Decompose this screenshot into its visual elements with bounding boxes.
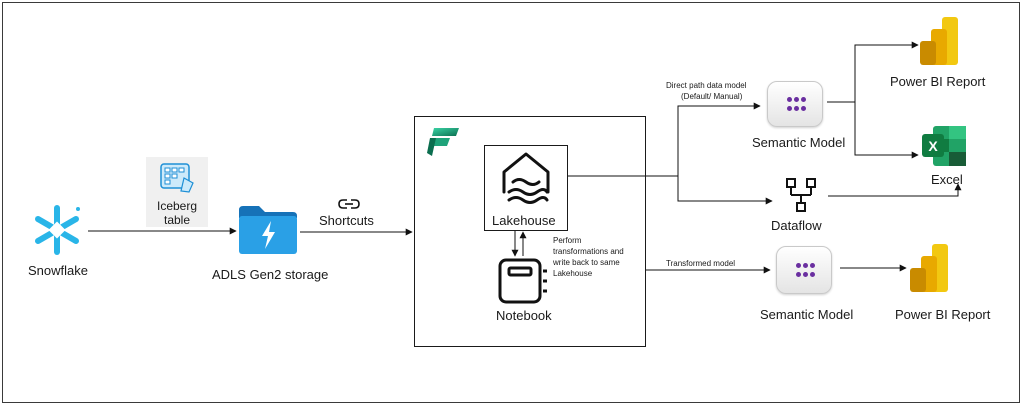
fabric-workspace-box [414,116,646,347]
powerbi-bottom-label: Power BI Report [895,307,991,322]
lakehouse-icon [499,150,553,206]
transform-annotation-line2: transformations and [553,247,624,256]
transform-annotation-line3: write back to same [553,258,620,267]
dataflow-icon [786,178,816,212]
dataflow-label: Dataflow [771,218,822,233]
direct-path-annotation-line1: Direct path data model [666,81,747,90]
iceberg-label: Iceberg table [156,199,198,227]
semantic-model-top-label: Semantic Model [752,135,846,150]
link-icon [337,197,361,209]
svg-text:X: X [928,138,938,154]
snowflake-icon [32,204,82,256]
semantic-model-icon [767,81,823,127]
folder-lightning-icon [237,204,299,256]
edge-to-dataflow [677,176,773,205]
powerbi-top-label: Power BI Report [890,74,986,89]
direct-path-annotation-line2: (Default/ Manual) [681,92,743,101]
fabric-logo-icon [426,126,460,158]
semantic-model-icon [776,246,832,294]
snowflake-label: Snowflake [28,263,88,278]
excel-label: Excel [931,172,963,187]
edge-to-powerbi-top [854,41,919,102]
transformed-model-annotation: Transformed model [666,259,736,268]
notebook-label: Notebook [496,308,552,323]
edge-to-semantic-top [677,102,761,176]
notebook-icon [497,257,551,305]
powerbi-icon [920,15,960,67]
lakehouse-label: Lakehouse [492,213,556,228]
lakehouse-node [484,145,568,231]
diagram-frame [2,2,1020,403]
semantic-model-bottom-label: Semantic Model [760,307,854,322]
shortcuts-label: Shortcuts [319,213,374,228]
transform-annotation-line1: Perform [553,236,582,245]
transform-annotation-line4: Lakehouse [553,269,593,278]
edge-dataflow-excel [828,183,962,197]
iceberg-table-icon [160,163,196,193]
edge-to-excel [854,102,919,159]
excel-icon: X [921,125,967,167]
powerbi-icon [910,242,950,294]
adls-label: ADLS Gen2 storage [212,267,329,282]
